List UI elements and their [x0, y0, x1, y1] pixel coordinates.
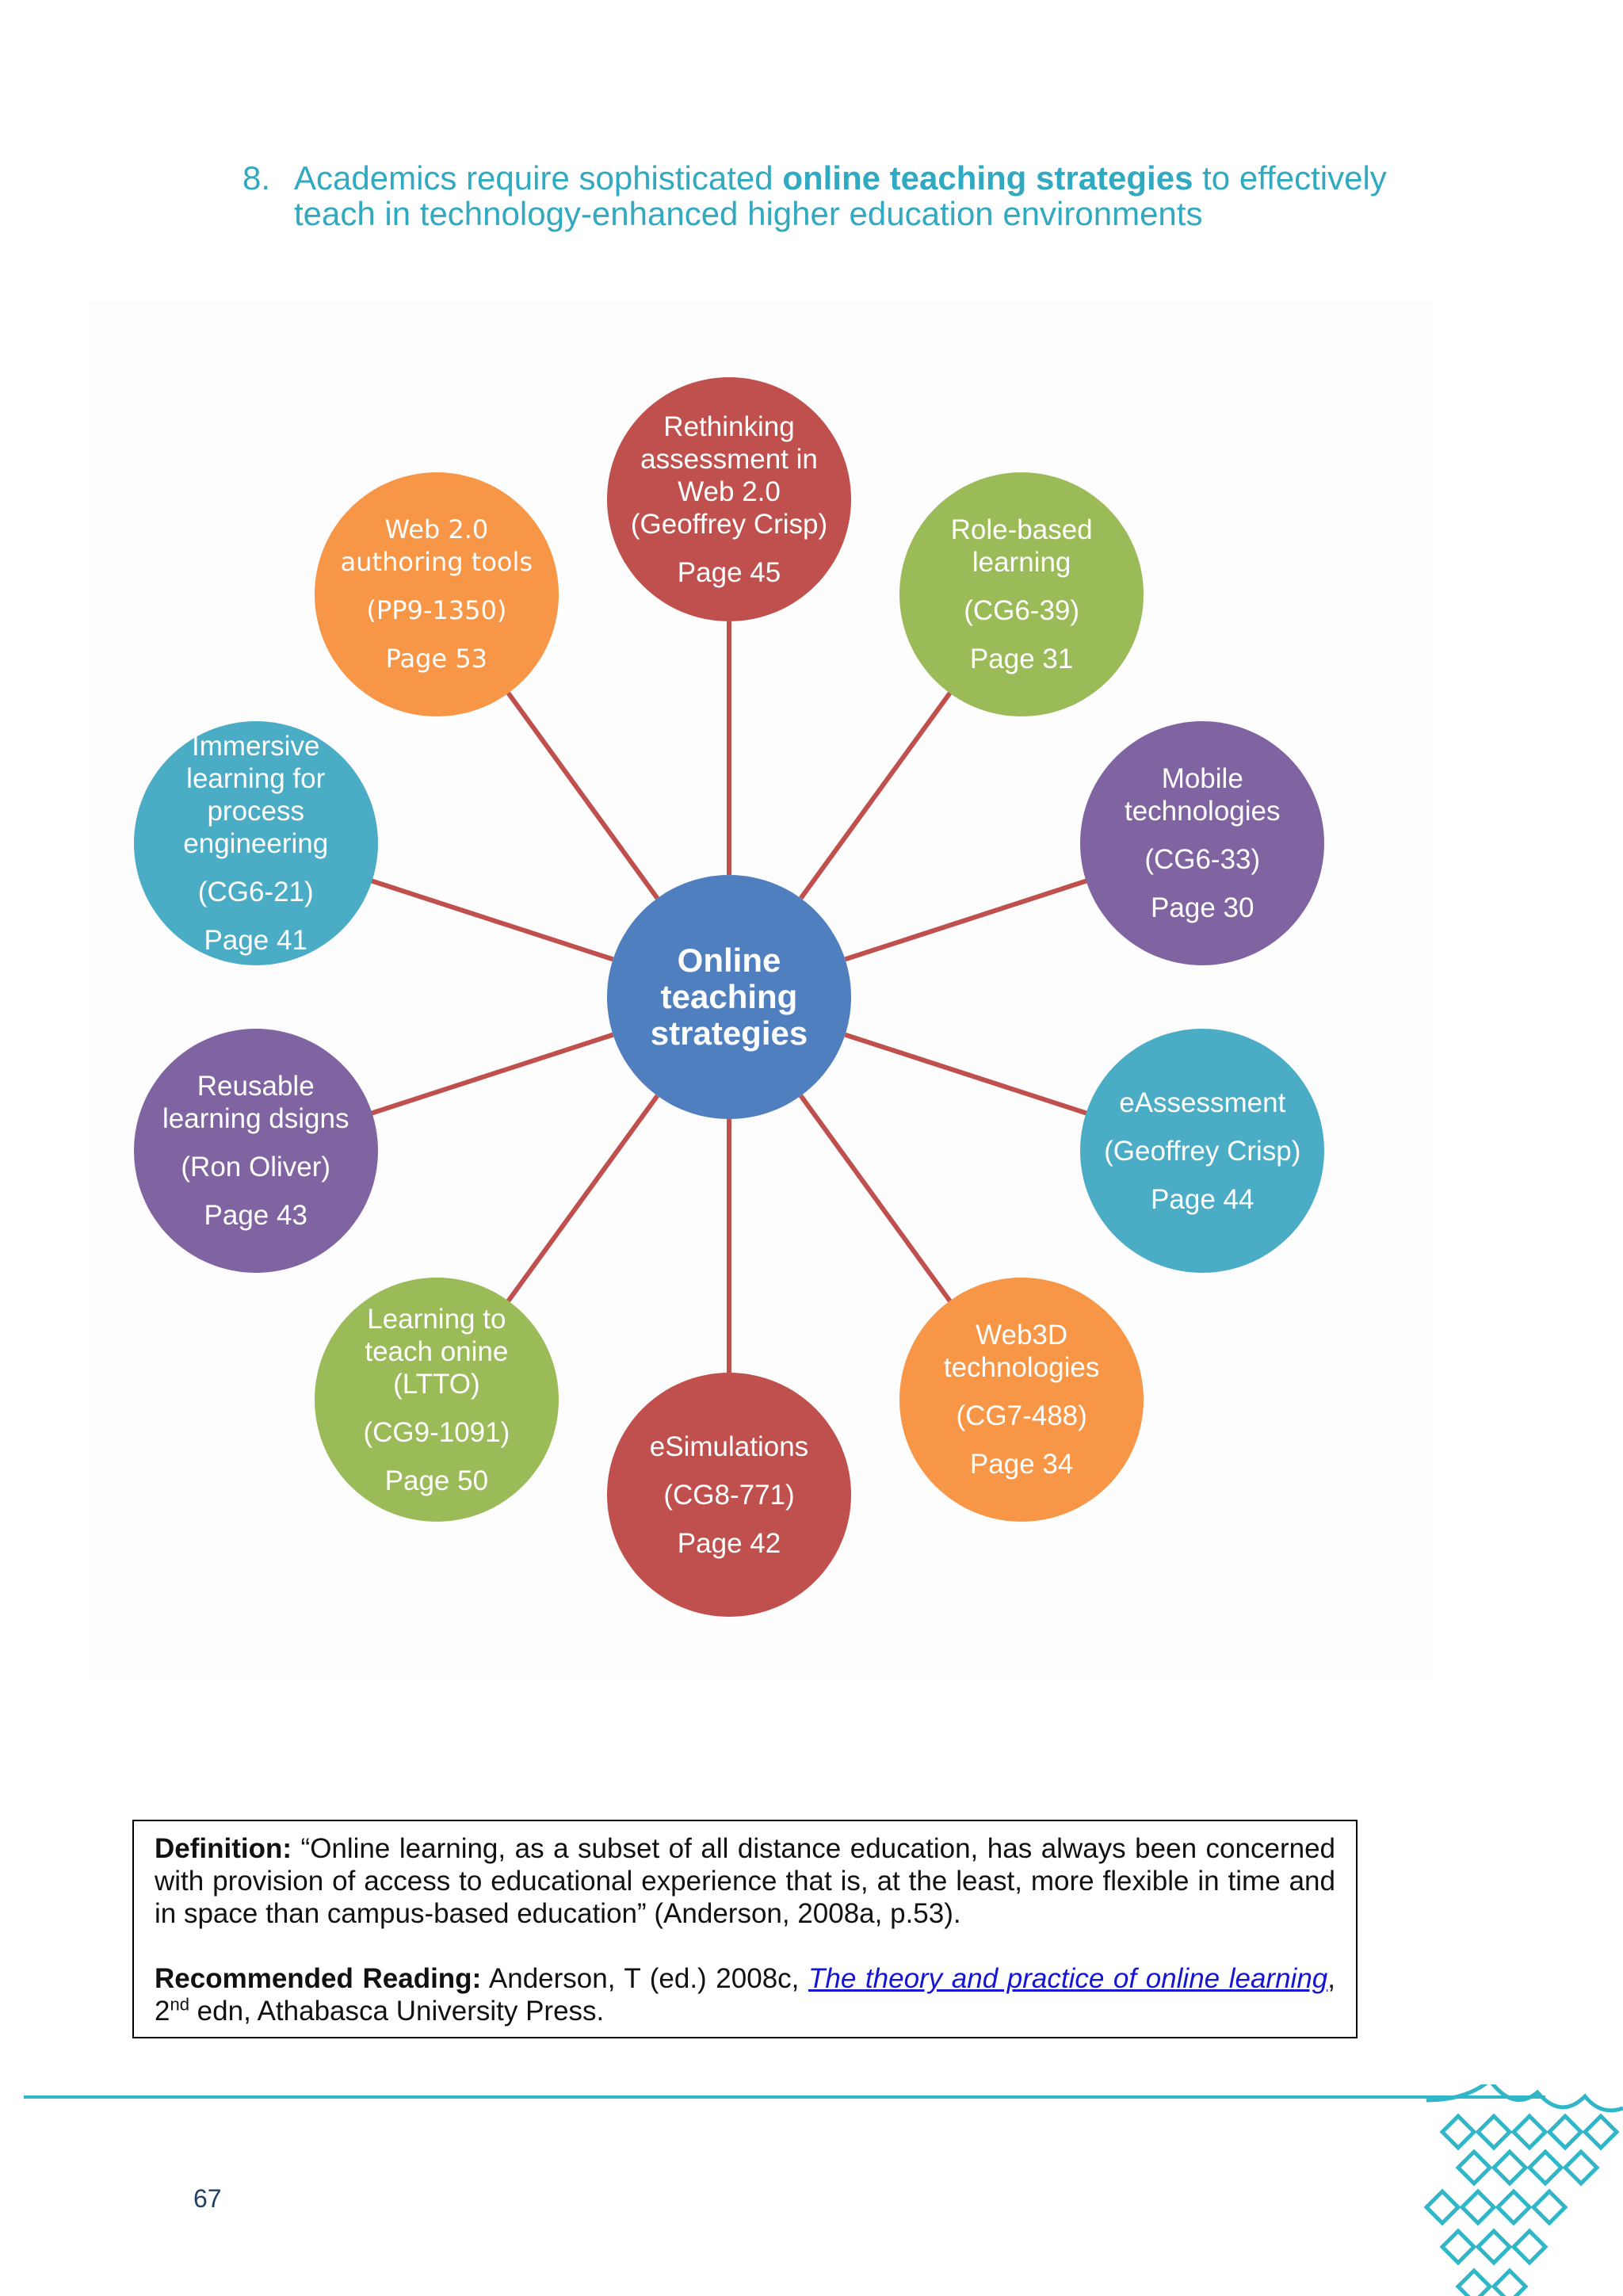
- strategy-node-code: (CG8-771): [663, 1479, 795, 1511]
- hub-online-teaching-strategies: Online teaching strategies: [607, 875, 851, 1119]
- heading-text-bold: online teaching strategies: [782, 159, 1193, 197]
- strategy-node-title: Web 2.0 authoring tools: [340, 514, 533, 577]
- strategy-node: Mobile technologies (CG6-33) Page 30: [1080, 720, 1325, 965]
- strategy-node: Web 2.0 authoring tools (PP9-1350) Page 53: [314, 472, 559, 716]
- heading-text: Academics require sophisticated online t…: [294, 160, 1388, 231]
- strategy-node-title: Rethinking assessment in Web 2.0 (Geoffr…: [630, 411, 828, 540]
- definition-text: “Online learning, as a subset of all dis…: [155, 1833, 1335, 1929]
- strategy-node: Role-based learning (CG6-39) Page 31: [899, 472, 1144, 716]
- strategy-node: eAssessment (Geoffrey Crisp) Page 44: [1080, 1029, 1325, 1274]
- strategy-node: Reusable learning dsigns (Ron Oliver) Page…: [133, 1029, 378, 1274]
- heading-text-start: Academics require sophisticated: [294, 159, 783, 197]
- strategy-node-page: Page 43: [204, 1200, 307, 1232]
- strategy-node-page: Page 30: [1151, 892, 1254, 923]
- strategy-node-title: eSimulations: [649, 1431, 809, 1462]
- strategy-node: Web3D technologies (CG7-488) Page 34: [899, 1278, 1144, 1522]
- strategy-node: Rethinking assessment in Web 2.0 (Geoffr…: [607, 377, 851, 621]
- strategy-node-code: (PP9-1350): [366, 594, 507, 625]
- strategy-node-title: Mobile technologies: [1124, 762, 1281, 827]
- strategy-node-page: Page 34: [969, 1449, 1074, 1480]
- strategy-node-code: (CG7-488): [956, 1400, 1087, 1432]
- recommended-reading-paragraph: Recommended Reading: Anderson, T (ed.) 2…: [155, 1962, 1335, 2027]
- strategy-node-code: (CG6-33): [1144, 843, 1261, 875]
- strategy-node-code: (CG6-39): [964, 594, 1080, 626]
- heading-text-end: to effectively teach in technology-enhan…: [294, 159, 1387, 232]
- strategy-node-title: Immersive learning for process engineeri…: [183, 730, 329, 859]
- strategy-node-title: eAssessment: [1119, 1087, 1286, 1118]
- strategy-node-code: (CG6-21): [197, 876, 314, 907]
- heading-number: 8.: [242, 159, 271, 197]
- strategy-node-title: Reusable learning dsigns: [162, 1071, 349, 1135]
- strategy-node: Immersive learning for process engineeri…: [133, 720, 378, 965]
- strategy-node-code: (CG9-1091): [363, 1416, 510, 1448]
- strategy-node: eSimulations (CG8-771) Page 42: [607, 1373, 851, 1617]
- strategy-node-code: (Ron Oliver): [181, 1152, 331, 1183]
- strategy-node-code: (Geoffrey Crisp): [1104, 1135, 1301, 1167]
- reading-text: Anderson, T (ed.) 2008c,: [481, 1963, 808, 1994]
- strategy-node: Learning to teach onine (LTTO) (CG9-1091)…: [314, 1278, 559, 1522]
- page-number: 67: [193, 2184, 222, 2213]
- strategy-node-title: Web3D technologies: [943, 1320, 1100, 1384]
- reading-publisher: edn, Athabasca University Press.: [189, 1996, 605, 2027]
- definition-paragraph: Definition: “Online learning, as a subse…: [155, 1832, 1335, 1930]
- strategy-node-title: Role-based learning: [950, 514, 1093, 578]
- strategy-node-page: Page 50: [384, 1465, 489, 1496]
- strategy-node-page: Page 45: [677, 556, 781, 588]
- reading-link[interactable]: The theory and practice of online learni…: [808, 1963, 1328, 1994]
- reading-label: Recommended Reading:: [155, 1963, 482, 1994]
- strategy-node-page: Page 31: [969, 643, 1074, 674]
- strategy-node-page: Page 41: [204, 924, 307, 956]
- reading-edition-sup: nd: [170, 1994, 189, 2015]
- strategy-node-title: Learning to teach onine (LTTO): [365, 1303, 509, 1400]
- strategy-node-page: Page 42: [677, 1527, 781, 1559]
- decorative-wave-logo: [1423, 2084, 1623, 2296]
- strategy-node-page: Page 44: [1151, 1183, 1254, 1215]
- reading-edition: , 2: [155, 1963, 1335, 2027]
- strategy-node-page: Page 53: [385, 643, 488, 674]
- definition-box: Definition: “Online learning, as a subse…: [132, 1820, 1358, 2038]
- definition-label: Definition:: [155, 1833, 292, 1864]
- footer-rule: [24, 2095, 1545, 2099]
